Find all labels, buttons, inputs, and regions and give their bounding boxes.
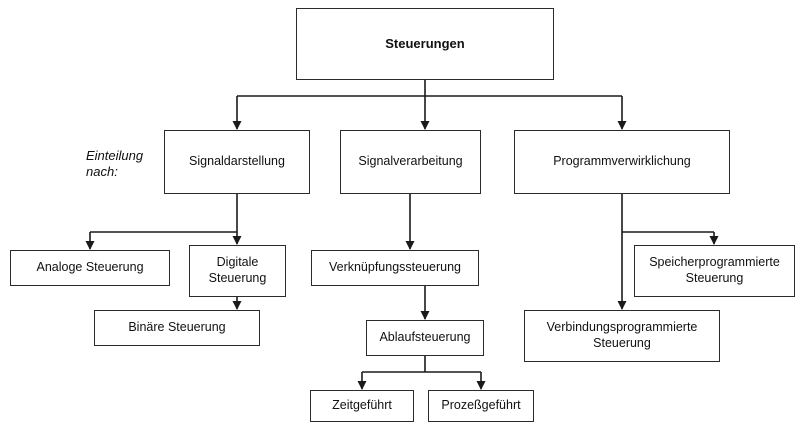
node-signalverarbeitung: Signalverarbeitung bbox=[340, 130, 481, 194]
node-steuerungen: Steuerungen bbox=[296, 8, 554, 80]
node-verbindungsprogrammierte-steuerung: Verbindungsprogrammierte Steuerung bbox=[524, 310, 720, 362]
node-verknuepfungssteuerung: Verknüpfungssteuerung bbox=[311, 250, 479, 286]
node-analoge-steuerung: Analoge Steuerung bbox=[10, 250, 170, 286]
node-zeitgefuehrt: Zeitgeführt bbox=[310, 390, 414, 422]
node-programmverwirklichung: Programmverwirklichung bbox=[514, 130, 730, 194]
node-binaere-steuerung: Binäre Steuerung bbox=[94, 310, 260, 346]
node-speicherprogrammierte-steuerung: Speicherprogrammierte Steuerung bbox=[634, 245, 795, 297]
node-ablaufsteuerung: Ablaufsteuerung bbox=[366, 320, 484, 356]
node-digitale-steuerung: Digitale Steuerung bbox=[189, 245, 286, 297]
node-signaldarstellung: Signaldarstellung bbox=[164, 130, 310, 194]
node-prozessgefuehrt: Prozeßgeführt bbox=[428, 390, 534, 422]
classification-label: Einteilung nach: bbox=[86, 148, 144, 180]
